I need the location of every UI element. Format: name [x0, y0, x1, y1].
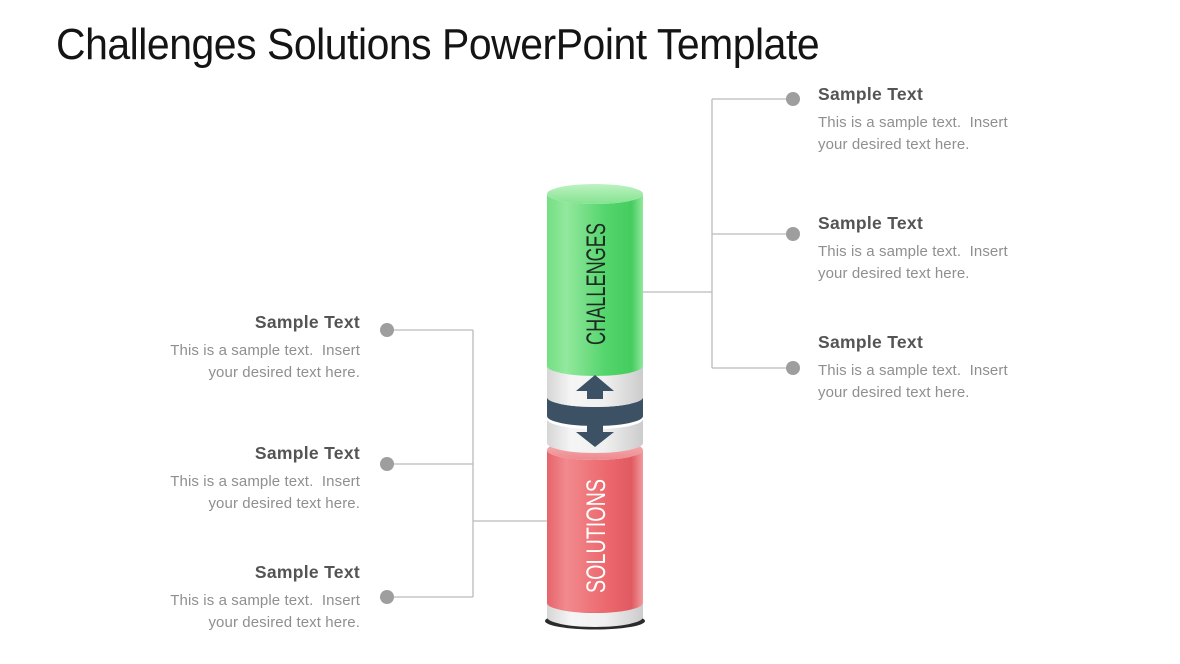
solutions-cylinder-body — [547, 450, 643, 613]
solutions-label: SOLUTIONS — [581, 479, 611, 593]
up-arrow-icon — [576, 375, 614, 399]
page-title: Challenges Solutions PowerPoint Template — [56, 20, 820, 69]
right-block-2-heading: Sample Text — [818, 213, 924, 233]
right-text-block-2: Sample Text This is a sample text. Inser… — [818, 213, 1078, 285]
right-text-block-3: Sample Text This is a sample text. Inser… — [818, 332, 1078, 404]
navy-ring — [547, 397, 643, 426]
left-text-block-1: Sample Text This is a sample text. Inser… — [100, 312, 360, 384]
left-text-block-3: Sample Text This is a sample text. Inser… — [100, 562, 360, 634]
left-connector-lines — [387, 329, 563, 598]
cylinder-base-band — [547, 603, 643, 627]
left-endpoint-dot-1 — [380, 323, 394, 337]
left-block-3-heading: Sample Text — [254, 562, 360, 582]
right-block-3-body: This is a sample text. Insert your desir… — [818, 362, 1008, 401]
right-block-1-body: This is a sample text. Insert your desir… — [818, 114, 1008, 153]
left-block-1-body: This is a sample text. Insert your desir… — [170, 342, 360, 381]
challenges-label: CHALLENGES — [581, 223, 611, 345]
right-block-3-heading: Sample Text — [818, 332, 924, 352]
left-block-1-heading: Sample Text — [254, 312, 360, 332]
right-connector — [622, 92, 800, 375]
right-endpoint-dot-2 — [786, 227, 800, 241]
left-block-2-heading: Sample Text — [254, 443, 360, 463]
cylinder: CHALLENGES SOLUTIONS — [545, 184, 645, 630]
left-endpoint-dot-3 — [380, 590, 394, 604]
challenges-cylinder-body — [547, 194, 643, 376]
left-connector — [380, 323, 573, 604]
right-endpoint-dot-1 — [786, 92, 800, 106]
right-block-2-body: This is a sample text. Insert your desir… — [818, 243, 1008, 282]
left-text-block-2: Sample Text This is a sample text. Inser… — [100, 443, 360, 515]
left-endpoint-dot-2 — [380, 457, 394, 471]
down-arrow-icon — [576, 416, 614, 447]
right-text-block-1: Sample Text This is a sample text. Inser… — [818, 84, 1078, 156]
right-connector-lines — [640, 98, 793, 369]
left-block-2-body: This is a sample text. Insert your desir… — [170, 473, 360, 512]
right-endpoint-dot-3 — [786, 361, 800, 375]
challenges-cylinder-top — [547, 184, 643, 204]
right-block-1-heading: Sample Text — [818, 84, 924, 104]
left-block-3-body: This is a sample text. Insert your desir… — [170, 592, 360, 631]
